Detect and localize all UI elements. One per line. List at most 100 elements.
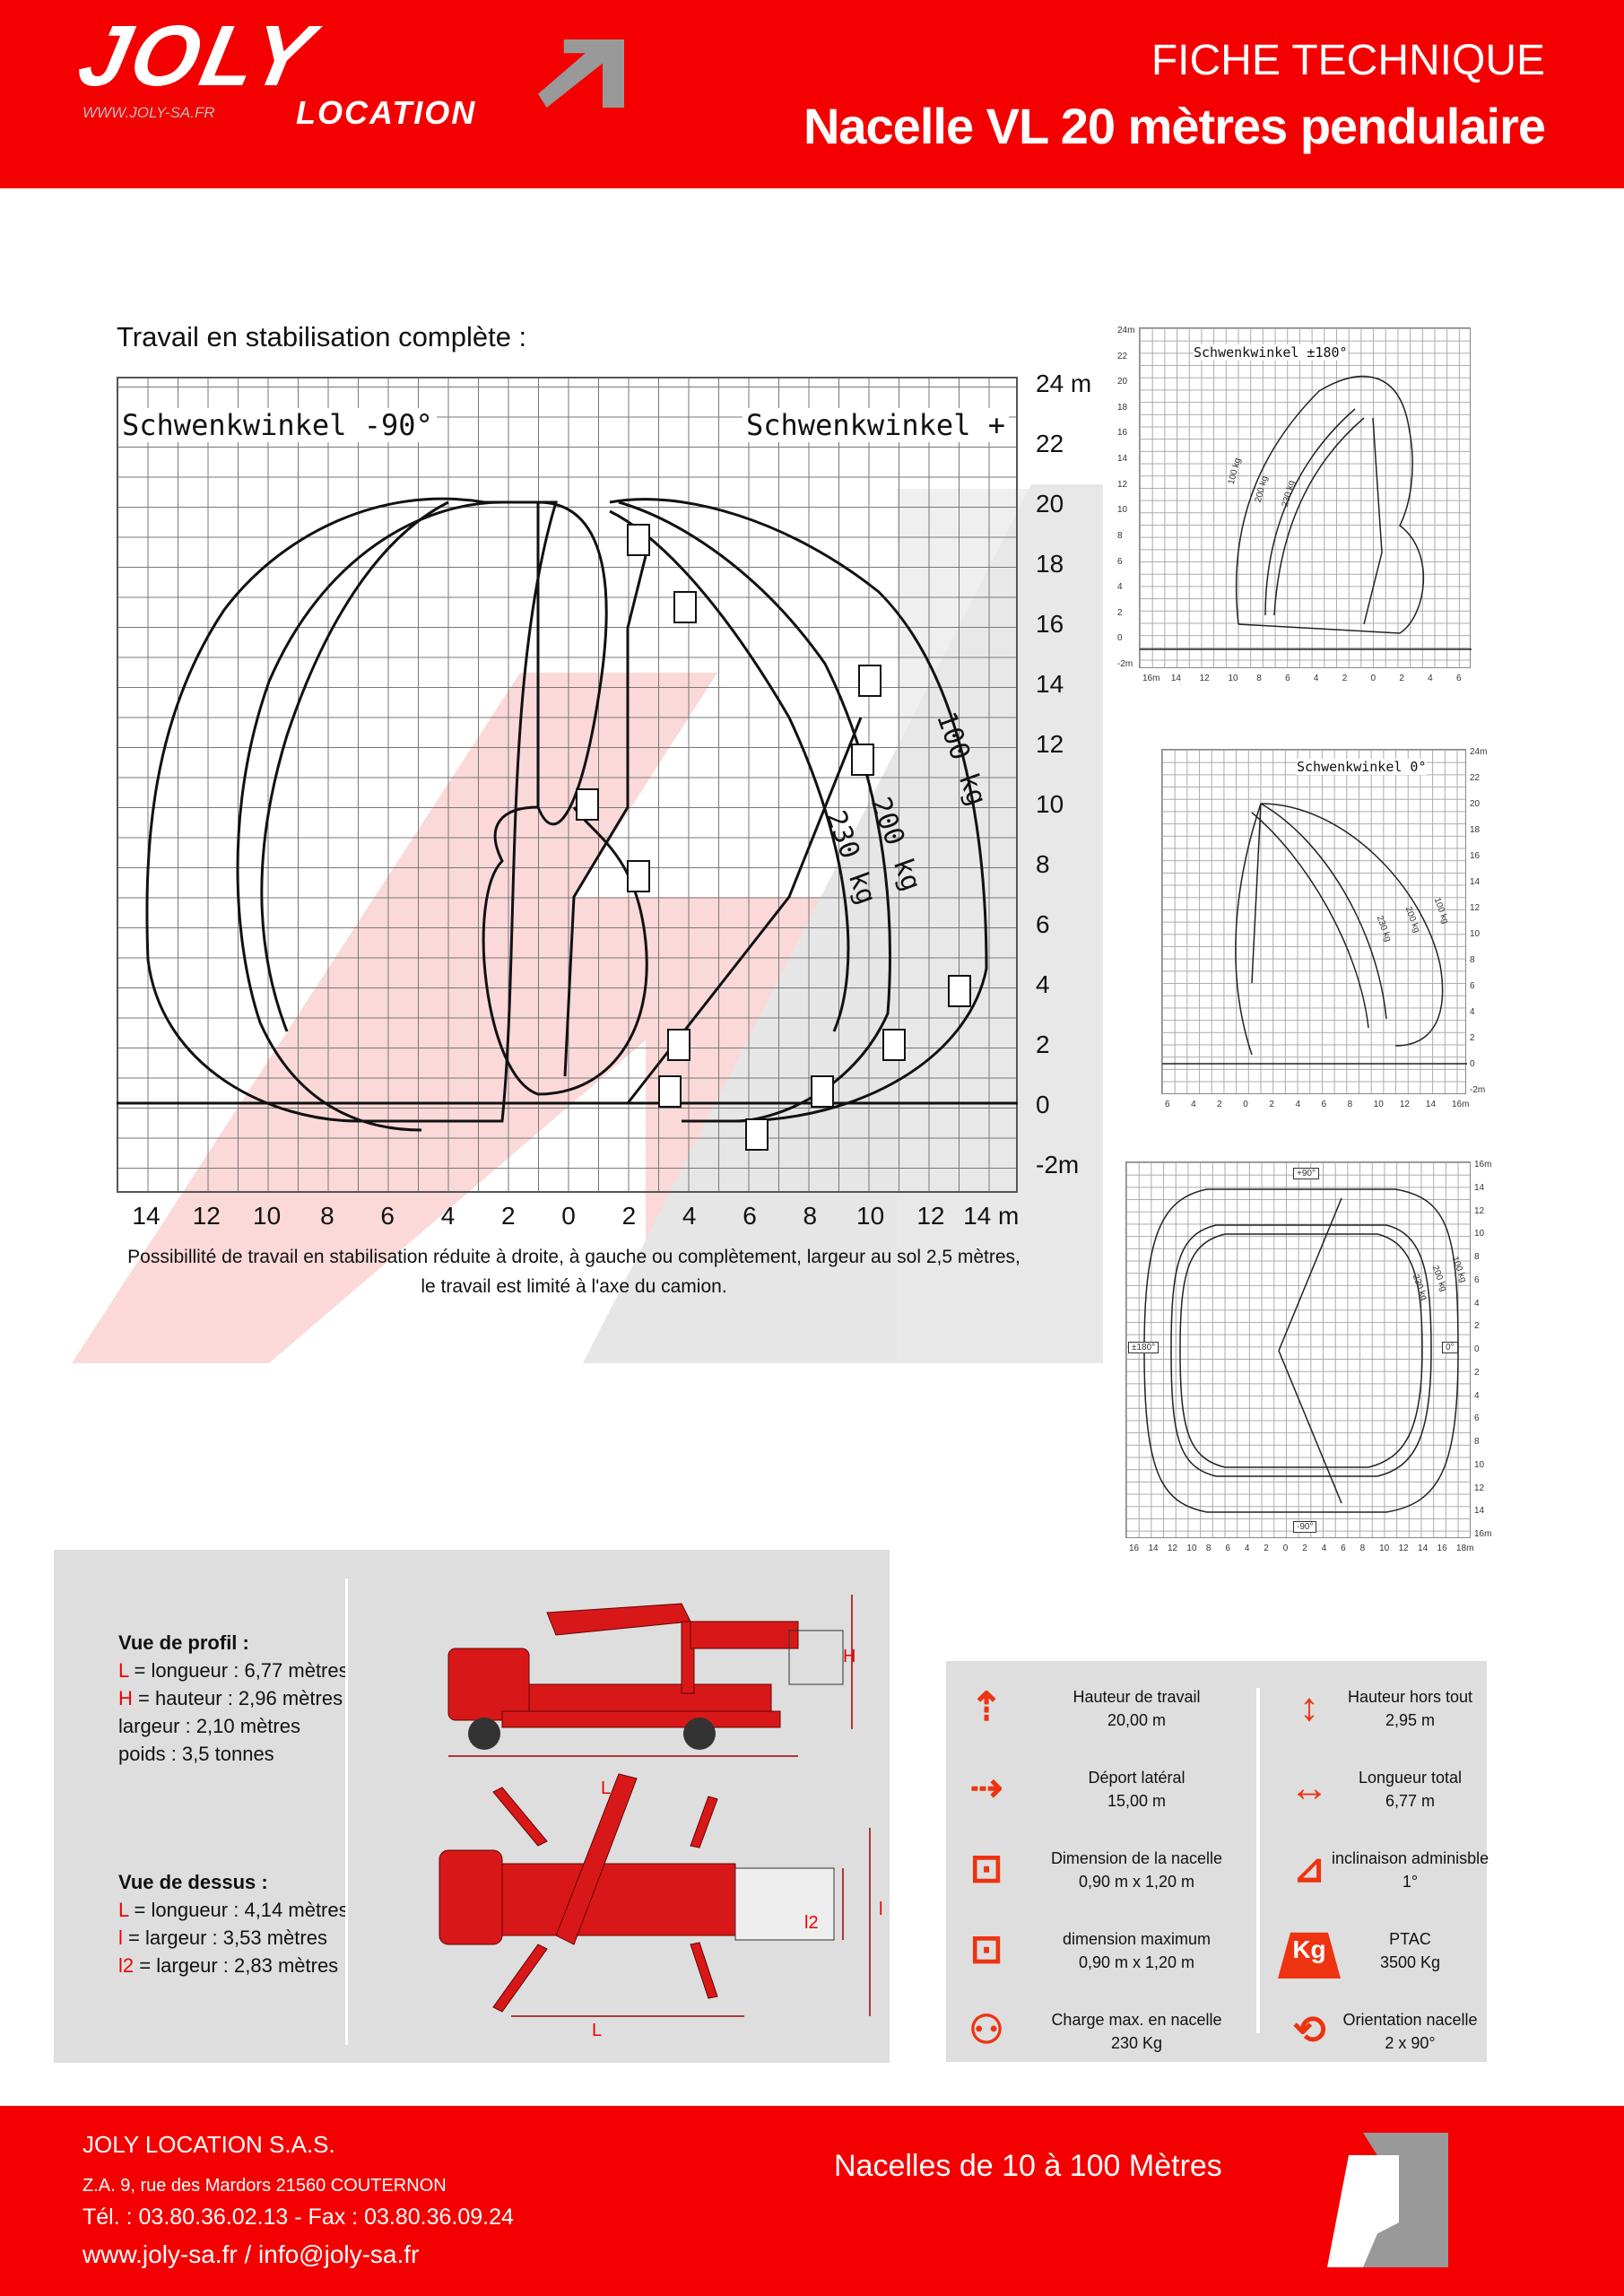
spec-value: 0,90 m x 1,20 m bbox=[1078, 1873, 1195, 1891]
mini-y-tick: 12 bbox=[1474, 1483, 1485, 1493]
dim-label-L-profile: L bbox=[601, 1779, 612, 1798]
mini-y-tick: 8 bbox=[1117, 530, 1123, 541]
spec-text: = longueur : 6,77 mètres bbox=[128, 1659, 349, 1682]
company-phone: Tél. : 03.80.36.02.13 - Fax : 03.80.36.0… bbox=[83, 2205, 514, 2230]
dim-label-H: H bbox=[843, 1647, 856, 1666]
profile-heading-text: Vue de profil : bbox=[118, 1631, 249, 1654]
spec-line: largeur : 2,10 mètres bbox=[118, 1712, 349, 1740]
spec-key: L bbox=[118, 1899, 129, 1921]
spec-value: 3500 Kg bbox=[1379, 1953, 1441, 1971]
x-tick-label: 6 bbox=[743, 1202, 757, 1230]
y-tick-label: 4 bbox=[1036, 970, 1050, 998]
mini-x-tick: 10 bbox=[1186, 1544, 1197, 1553]
mini-y-tick: 2 bbox=[1470, 1033, 1475, 1043]
mini-x-tick: 16 bbox=[1437, 1544, 1447, 1553]
mini-x-tick: 4 bbox=[1191, 1100, 1196, 1109]
mini-x-tick: 4 bbox=[1313, 674, 1319, 683]
spec-text: = largeur : 3,53 mètres bbox=[122, 1926, 327, 1949]
mini-x-tick: 16 bbox=[1129, 1544, 1140, 1553]
mini-y-tick: 24m bbox=[1117, 326, 1135, 335]
page-title: Nacelle VL 20 mètres pendulaire bbox=[803, 98, 1546, 154]
y-tick-label: 22 bbox=[1036, 430, 1064, 457]
spec-label: PTAC bbox=[1389, 1930, 1431, 1948]
mini-y-tick: 0 bbox=[1117, 633, 1123, 644]
mini-y-tick: 14 bbox=[1474, 1506, 1485, 1517]
y-tick-label: 14 bbox=[1036, 670, 1064, 698]
mini-x-tick: 2 bbox=[1264, 1544, 1269, 1553]
total-length-icon: ↔ bbox=[1290, 1766, 1329, 1810]
mini-x-tick: 14 bbox=[1425, 1100, 1437, 1109]
mini-y-tick: -2m bbox=[1117, 659, 1133, 669]
mini-y-tick: 4 bbox=[1117, 582, 1123, 593]
label-schwenkwinkel-plus: Schwenkwinkel + bbox=[743, 408, 1009, 442]
rotation-icon: ⟲ bbox=[1292, 2008, 1326, 2052]
spec-value: 20,00 m bbox=[1107, 1711, 1167, 1729]
mini-y-tick: 20 bbox=[1117, 377, 1128, 387]
spec-text: poids : 3,5 tonnes bbox=[118, 1743, 274, 1765]
mini-y-tick: 6 bbox=[1117, 556, 1123, 567]
mini-x-tick: 2 bbox=[1399, 674, 1404, 683]
mini-y-tick: 6 bbox=[1470, 981, 1475, 991]
mini-x-tick: 2 bbox=[1217, 1100, 1222, 1109]
spec-text: = largeur : 2,83 mètres bbox=[134, 1954, 339, 1977]
document-type: FICHE TECHNIQUE bbox=[1151, 37, 1545, 84]
spec-value: 0,90 m x 1,20 m bbox=[1078, 1953, 1195, 1971]
mini-title: Schwenkwinkel ±180° bbox=[1194, 344, 1348, 361]
mini-y-tick: 10 bbox=[1470, 929, 1481, 939]
spec-label: inclinaison adminisble bbox=[1332, 1849, 1489, 1867]
x-tick-label: 4 bbox=[682, 1202, 697, 1230]
spec-label: dimension maximum bbox=[1062, 1930, 1211, 1948]
mini-x-tick: 6 bbox=[1225, 1544, 1230, 1553]
label-schwenkwinkel-minus-90: Schwenkwinkel -90° bbox=[118, 408, 437, 442]
mini-diagram-top-view: +90° -90° ±180° 0° bbox=[1125, 1161, 1471, 1538]
truck-drawings bbox=[439, 1595, 871, 2017]
y-tick-label: 6 bbox=[1036, 910, 1050, 938]
mini-y-tick: 12 bbox=[1117, 479, 1128, 490]
mini-x-tick: 12 bbox=[1398, 1544, 1409, 1553]
spec-text: largeur : 2,10 mètres bbox=[118, 1715, 300, 1737]
mini-y-tick: 4 bbox=[1474, 1390, 1480, 1401]
mini-diagram-0: Schwenkwinkel 0° bbox=[1161, 749, 1467, 1094]
y-tick-label: 8 bbox=[1036, 850, 1050, 878]
mini-x-tick: 10 bbox=[1228, 674, 1238, 683]
profile-heading: Vue de profil : bbox=[118, 1629, 249, 1657]
mini-y-tick: 16 bbox=[1117, 428, 1128, 439]
x-tick-label: 10 bbox=[856, 1202, 885, 1230]
spec-label: Longueur total bbox=[1358, 1769, 1463, 1787]
mini-y-tick: -2m bbox=[1470, 1085, 1486, 1095]
spec-value: 1° bbox=[1402, 1873, 1419, 1891]
company-address: Z.A. 9, rue des Mardors 21560 COUTERNON bbox=[83, 2176, 447, 2196]
mini-y-tick: 24m bbox=[1470, 747, 1488, 757]
marker-plus-90: +90° bbox=[1293, 1168, 1319, 1179]
mini-y-tick: 2 bbox=[1474, 1321, 1480, 1332]
mini-x-tick: 6 bbox=[1165, 1100, 1170, 1109]
mini-x-tick: 6 bbox=[1341, 1544, 1346, 1553]
spec-line: H = hauteur : 2,96 mètres bbox=[118, 1684, 349, 1712]
mini-title: Schwenkwinkel 0° bbox=[1297, 759, 1427, 775]
mini-y-tick: 10 bbox=[1117, 505, 1128, 516]
x-tick-label: 2 bbox=[501, 1202, 516, 1230]
mini-x-tick: 4 bbox=[1321, 1544, 1327, 1553]
company-contact-links[interactable]: www.joly-sa.fr / info@joly-sa.fr bbox=[83, 2240, 420, 2268]
top-view-heading: Vue de dessus : bbox=[118, 1868, 268, 1896]
mini-x-tick: 6 bbox=[1321, 1100, 1327, 1109]
y-tick-label: 18 bbox=[1036, 550, 1064, 578]
y-tick-label: 24 m bbox=[1036, 370, 1092, 397]
mini-y-tick: 18 bbox=[1470, 825, 1481, 835]
spec-line: L = longueur : 6,77 mètres bbox=[118, 1657, 349, 1684]
mini-y-tick: 6 bbox=[1474, 1274, 1480, 1285]
mini-y-tick: 16 bbox=[1470, 851, 1481, 861]
marker-minus-90: -90° bbox=[1293, 1521, 1317, 1533]
spec-line: L = longueur : 4,14 mètres bbox=[118, 1896, 349, 1924]
spec-line: l = largeur : 3,53 mètres bbox=[118, 1924, 349, 1952]
spec-label: Hauteur de travail bbox=[1073, 1688, 1201, 1706]
mini-y-tick: 12 bbox=[1474, 1205, 1485, 1216]
inclination-icon: ⊿ bbox=[1292, 1847, 1326, 1891]
spec-label: Charge max. en nacelle bbox=[1051, 2011, 1222, 2029]
mini-x-tick: 4 bbox=[1428, 674, 1433, 683]
spec-label: Dimension de la nacelle bbox=[1050, 1849, 1223, 1867]
y-tick-label: 10 bbox=[1036, 790, 1064, 818]
